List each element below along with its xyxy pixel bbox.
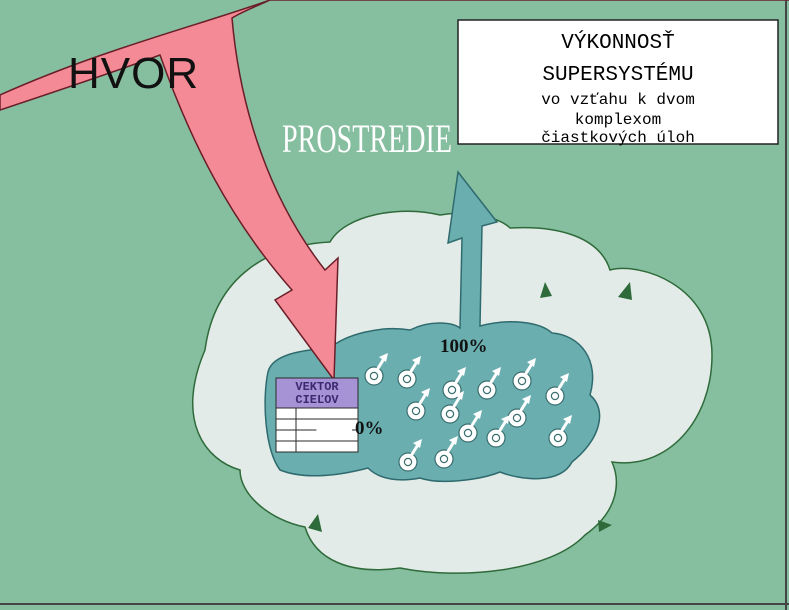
title-box: VÝKONNOSŤ SUPERSYSTÉMU vo vzťahu k dvom … — [457, 19, 779, 147]
environment-label: PROSTREDIE — [282, 116, 452, 161]
goal-vector-line-1: VEKTOR — [295, 380, 339, 394]
title-line-3: vo vzťahu k dvom — [541, 91, 695, 109]
percent-low: 0% — [355, 418, 384, 439]
title-line-1: VÝKONNOSŤ — [561, 31, 674, 55]
source-label: HVOR — [68, 49, 199, 98]
goal-vector-table: VEKTOR CIEĽOV — [275, 377, 359, 453]
feedback-arrow-icons — [308, 282, 632, 532]
goal-vector-line-2: CIEĽOV — [295, 393, 339, 407]
percent-high: 100% — [440, 336, 488, 357]
title-line-4: komplexom — [575, 111, 661, 129]
title-line-5: čiastkových úloh — [541, 129, 695, 147]
source-arrow — [0, 0, 789, 383]
title-line-2: SUPERSYSTÉMU — [542, 63, 693, 87]
return-arrow-icon — [316, 422, 352, 438]
